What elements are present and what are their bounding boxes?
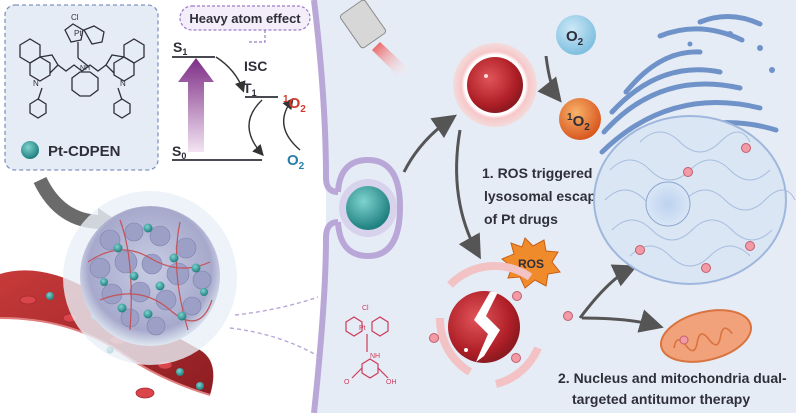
nucleolus — [645, 181, 691, 227]
excitation-arrow — [178, 58, 214, 152]
rupture-ring-top — [447, 261, 533, 288]
er-vesicles — [687, 31, 775, 73]
rupture-ring-left — [435, 317, 473, 376]
ros-burst — [501, 237, 561, 289]
step2-text: 2. Nucleus and mitochondria dual- target… — [558, 370, 791, 407]
singlet-oxygen-label: 1O2 — [283, 94, 306, 115]
ruptured-lysosome-spot — [464, 348, 468, 352]
isc-arrow — [215, 56, 246, 93]
pt-cdpen-structure — [19, 23, 145, 119]
lysosome-crack — [474, 292, 500, 362]
o2-bubble — [556, 15, 596, 55]
o2-bubble-label: O2 — [566, 28, 584, 48]
compound-box — [4, 4, 159, 171]
membrane-top — [311, 0, 339, 195]
tumor-nanoparticles — [100, 223, 208, 321]
singlet-bubble-label: 1O2 — [567, 112, 590, 133]
prodrug-oh: OH — [386, 379, 397, 386]
s1-label: S1 — [173, 39, 187, 57]
endocytosis-vesicle-membrane — [335, 156, 404, 260]
n-left-label: N — [33, 79, 39, 88]
tumor-cells — [89, 222, 212, 336]
ros-label: ROS — [518, 257, 544, 271]
zoom-line-bottom — [229, 327, 319, 357]
singlet-oxygen-bubble — [559, 98, 601, 140]
heavy-atom-badge — [179, 5, 311, 31]
membrane-bottom — [311, 219, 339, 413]
mitochondria-pt-drug — [679, 335, 689, 345]
zoom-line-top — [234, 296, 319, 316]
n-right-label: N — [120, 79, 126, 88]
prodrug-pt: Pt — [359, 325, 366, 332]
s0-label: S0 — [172, 143, 186, 161]
arrow-to-rupture — [455, 129, 481, 260]
released-pt-drugs — [429, 291, 573, 363]
chromatin — [604, 131, 796, 267]
arrow-to-mitochondria — [581, 309, 664, 333]
laser-device — [339, 0, 410, 78]
arrow-to-nucleus — [578, 264, 638, 319]
released-pt-prodrug — [345, 316, 389, 379]
o2-conversion-arrow — [537, 55, 562, 103]
pt-cdpen-dot — [21, 141, 39, 159]
arrow-to-lysosome — [402, 114, 457, 173]
prodrug-cl: Cl — [362, 305, 369, 312]
prodrug-nh: NH — [370, 353, 380, 360]
lysosome-top — [467, 57, 523, 113]
heavy-atom-text: Heavy atom effect — [189, 11, 301, 26]
oxygen-label: O2 — [287, 152, 305, 172]
pt-cl-label: Cl — [71, 13, 79, 22]
rupture-ring-right — [494, 346, 542, 388]
pt-atom-label: Pt — [74, 29, 82, 38]
relaxation-curve — [248, 99, 264, 157]
right-panel-bg — [314, 0, 796, 413]
nucleus-pt-drugs — [635, 143, 755, 273]
lysosome-top-spot — [484, 74, 488, 78]
t1-label: T1 — [243, 80, 257, 98]
o2-activation-curve — [282, 97, 301, 151]
prodrug-o: O — [344, 379, 350, 386]
isc-label: ISC — [244, 58, 267, 74]
nh-label: NH — [80, 65, 90, 72]
heavy-atom-connector — [248, 30, 266, 43]
internalized-nanoparticle — [346, 186, 390, 230]
step1-text: 1. ROS triggered lysosomal escape of Pt … — [482, 165, 608, 227]
compound-label: Pt-CDPEN — [48, 143, 121, 160]
